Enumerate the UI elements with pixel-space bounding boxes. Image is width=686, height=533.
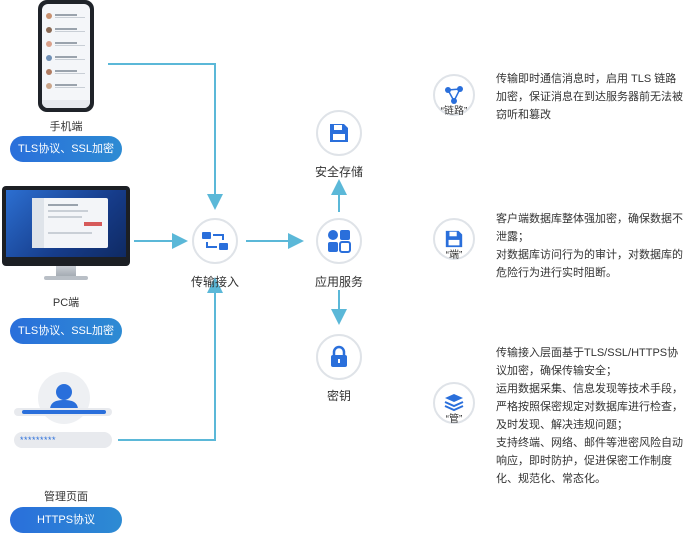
pc-label: PC端 bbox=[52, 297, 80, 309]
feature-endpoint-description: 客户端数据库整体强加密，确保数据不 泄露； 对数据库访问行为的审计，对数据库的 … bbox=[496, 210, 686, 282]
admin-label: 管理页面 bbox=[44, 491, 88, 503]
feature-pipe-line: 响应，即时防护，促进保密工作制度 bbox=[496, 455, 672, 467]
feature-pipe-line: 支持终端、网络、邮件等泄密风险自动 bbox=[496, 437, 683, 449]
feature-pipe-description: 传输接入层面基于TLS/SSL/HTTPS协 议加密，确保传输安全； 运用数据采… bbox=[496, 344, 686, 488]
monitor-base bbox=[44, 276, 88, 280]
key-node bbox=[316, 334, 362, 380]
feature-link-description: 传输即时通信消息时，启用 TLS 链路 加密，保证消息在到达服务器前无法被 窃听… bbox=[496, 70, 686, 124]
username-field-fill bbox=[22, 410, 106, 414]
mobile-label: 手机端 bbox=[49, 121, 83, 133]
feature-endpoint-line: 危险行为进行实时阻断。 bbox=[496, 267, 617, 279]
feature-endpoint-label: “端” bbox=[445, 250, 463, 261]
feature-pipe-line: 及时发现、解决违规问题； bbox=[496, 419, 628, 431]
feature-endpoint-line: 对数据库访问行为的审计，对数据库的 bbox=[496, 249, 683, 261]
key-label: 密钥 bbox=[326, 389, 351, 403]
feature-pipe-line: 化、规范化、常态化。 bbox=[496, 473, 606, 485]
feature-pipe-line: 传输接入层面基于TLS/SSL/HTTPS协 bbox=[496, 347, 679, 359]
feature-endpoint-line: 客户端数据库整体强加密，确保数据不 bbox=[496, 213, 683, 225]
pc-protocol-badge: TLS协议、SSL加密 bbox=[10, 318, 122, 344]
arrow-mobile-to-access bbox=[108, 63, 223, 210]
app-service-node bbox=[316, 218, 362, 264]
secure-storage-label: 安全存储 bbox=[314, 165, 363, 179]
feature-pipe-line: 运用数据采集、信息发现等技术手段， bbox=[496, 383, 683, 395]
transfer-icon bbox=[202, 232, 228, 250]
feature-link-line: 传输即时通信消息时，启用 TLS 链路 bbox=[496, 73, 677, 85]
admin-avatar-icon bbox=[38, 372, 90, 424]
apps-icon bbox=[328, 230, 351, 253]
lock-icon bbox=[331, 345, 347, 367]
save-disk-icon bbox=[330, 124, 348, 142]
password-field: ********* bbox=[14, 432, 112, 448]
save-disk-icon bbox=[445, 230, 463, 248]
mobile-protocol-badge: TLS协议、SSL加密 bbox=[10, 136, 122, 162]
feature-link-line: 窃听和篡改 bbox=[496, 109, 551, 121]
feature-endpoint-icon bbox=[433, 218, 475, 260]
arrow-admin-to-access bbox=[118, 277, 223, 441]
secure-storage-node bbox=[316, 110, 362, 156]
transfer-access-label: 传输接入 bbox=[190, 275, 239, 289]
feature-link-line: 加密，保证消息在到达服务器前无法被 bbox=[496, 91, 683, 103]
layers-icon bbox=[444, 394, 464, 412]
monitor-stand bbox=[56, 266, 76, 278]
feature-link-label: “链路” bbox=[440, 106, 468, 117]
feature-pipe-line: 严格按照保密规定对数据库进行检查， bbox=[496, 401, 683, 413]
feature-pipe-icon bbox=[433, 382, 475, 424]
feature-pipe-line: 议加密，确保传输安全； bbox=[496, 365, 617, 377]
feature-endpoint-line: 泄露； bbox=[496, 231, 529, 243]
pc-monitor-image bbox=[2, 186, 130, 266]
transfer-access-node bbox=[192, 218, 238, 264]
link-nodes-icon bbox=[445, 86, 463, 104]
feature-pipe-label: “管” bbox=[445, 414, 463, 425]
feature-link-icon bbox=[433, 74, 475, 116]
app-service-label: 应用服务 bbox=[314, 275, 363, 289]
mobile-device-image bbox=[38, 0, 94, 112]
admin-protocol-badge: HTTPS协议 bbox=[10, 507, 122, 533]
